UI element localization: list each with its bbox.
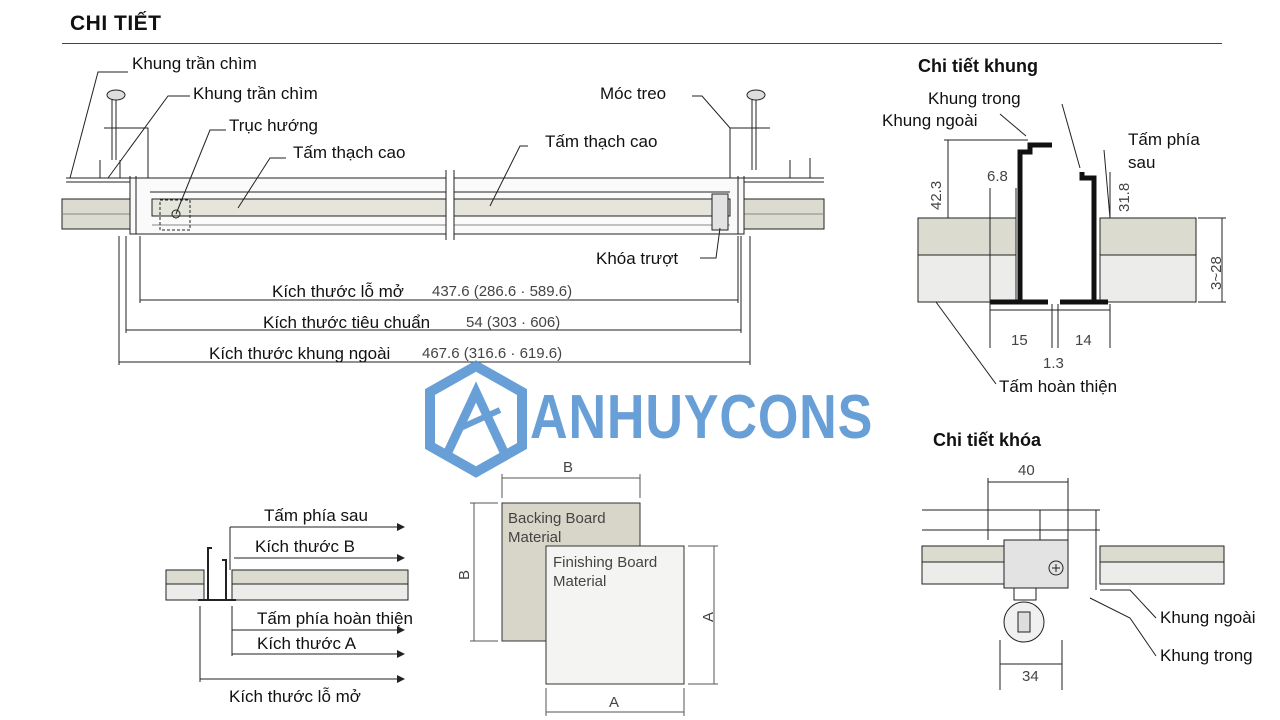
leader-lines (69, 71, 731, 259)
hanger-bolt-right (726, 89, 770, 181)
watermark-text: ANHUYCONS (530, 383, 874, 452)
lock-detail-drawing (921, 478, 1225, 690)
title-divider (62, 43, 1222, 44)
label-tam-thach-cao-right: Tấm thạch cao (545, 132, 658, 151)
label-khung-ngoai: Khung ngoài (882, 111, 978, 130)
label-lock-khung-trong: Khung trong (1160, 646, 1253, 665)
access-panel-board (151, 198, 731, 217)
main-cross-section (61, 71, 825, 365)
card-dim-b-top: B (563, 459, 574, 476)
dim-34: 34 (1022, 668, 1039, 685)
finish-board-left (917, 217, 1017, 256)
break-gap (446, 170, 454, 240)
dim-14: 14 (1075, 332, 1092, 349)
dim-1-3: 1.3 (1043, 355, 1064, 372)
hanger-bolt-left (104, 89, 152, 181)
label-tam-hoan-thien: Tấm hoàn thiện (999, 377, 1118, 396)
label-moc-treo: Móc treo (600, 84, 667, 103)
dim-42-3: 42.3 (928, 180, 945, 210)
backing-board-card-label: Backing Board Material (508, 510, 606, 546)
label-truc-huong: Trục hướng (229, 116, 318, 135)
dim-40: 40 (1018, 462, 1035, 479)
board-cards (470, 474, 718, 716)
dim-label-tieu-chuan: Kích thước tiêu chuẩn (263, 313, 431, 332)
ceiling-channel-right (744, 158, 824, 183)
ceiling-channel-left (66, 160, 148, 183)
watermark-logo-mark (425, 360, 527, 478)
page-title: CHI TIẾT (70, 12, 162, 35)
backing-board-left (917, 254, 1017, 303)
dim-label-lo-mo: Kích thước lỗ mở (272, 282, 404, 301)
card-dim-a-bottom: A (609, 694, 620, 711)
frame-detail-drawing (917, 103, 1226, 385)
label-small-kich-thuoc-lo-mo: Kích thước lỗ mở (229, 687, 361, 706)
finish-board-right (1099, 217, 1197, 256)
label-kich-thuoc-a: Kích thước A (257, 634, 357, 653)
label-lock-khung-ngoai: Khung ngoài (1160, 608, 1256, 627)
label-small-tam-phia-sau: Tấm phía sau (264, 506, 368, 525)
label-khung-trong: Khung trong (928, 89, 1021, 108)
lock-body (1003, 539, 1069, 589)
dim-31-8: 31.8 (1116, 182, 1133, 212)
label-kich-thuoc-b: Kích thước B (255, 537, 356, 556)
dim-label-khung-ngoai: Kích thước khung ngoài (209, 344, 391, 363)
dim-value-khung-ngoai: 467.6 (316.6 · 619.6) (422, 345, 563, 362)
finishing-board-card-label: Finishing Board Material (553, 554, 658, 590)
dim-value-lo-mo: 437.6 (286.6 · 589.6) (432, 283, 573, 300)
label-tam-phia-hoan-thien: Tấm phía hoàn thiện (257, 609, 413, 628)
lock-detail-heading: Chi tiết khóa (933, 430, 1042, 450)
dim-15: 15 (1011, 332, 1028, 349)
dim-value-tieu-chuan: 54 (303 · 606) (466, 314, 561, 331)
frame-detail-heading: Chi tiết khung (918, 56, 1038, 76)
outer-frame-profile (990, 142, 1052, 305)
finishing-board-card (545, 545, 685, 685)
label-khoa-truot: Khóa trượt (596, 249, 679, 268)
label-khung-tran-chim-2: Khung trần chìm (193, 84, 318, 103)
card-dim-b-side: B (456, 569, 473, 580)
slide-lock (711, 193, 729, 231)
label-khung-tran-chim-1: Khung trần chìm (132, 54, 257, 73)
label-tam-thach-cao-left: Tấm thạch cao (293, 143, 406, 162)
small-section-drawing (165, 523, 409, 683)
dimension-lines (118, 236, 751, 365)
label-tam-phia-sau: Tấm phía sau (1128, 130, 1200, 172)
dim-3-28: 3~28 (1208, 256, 1225, 290)
card-dim-a-side: A (700, 611, 717, 622)
dim-6-8: 6.8 (987, 168, 1008, 185)
inner-frame-profile (1060, 172, 1108, 305)
backing-board-right (1099, 254, 1197, 303)
